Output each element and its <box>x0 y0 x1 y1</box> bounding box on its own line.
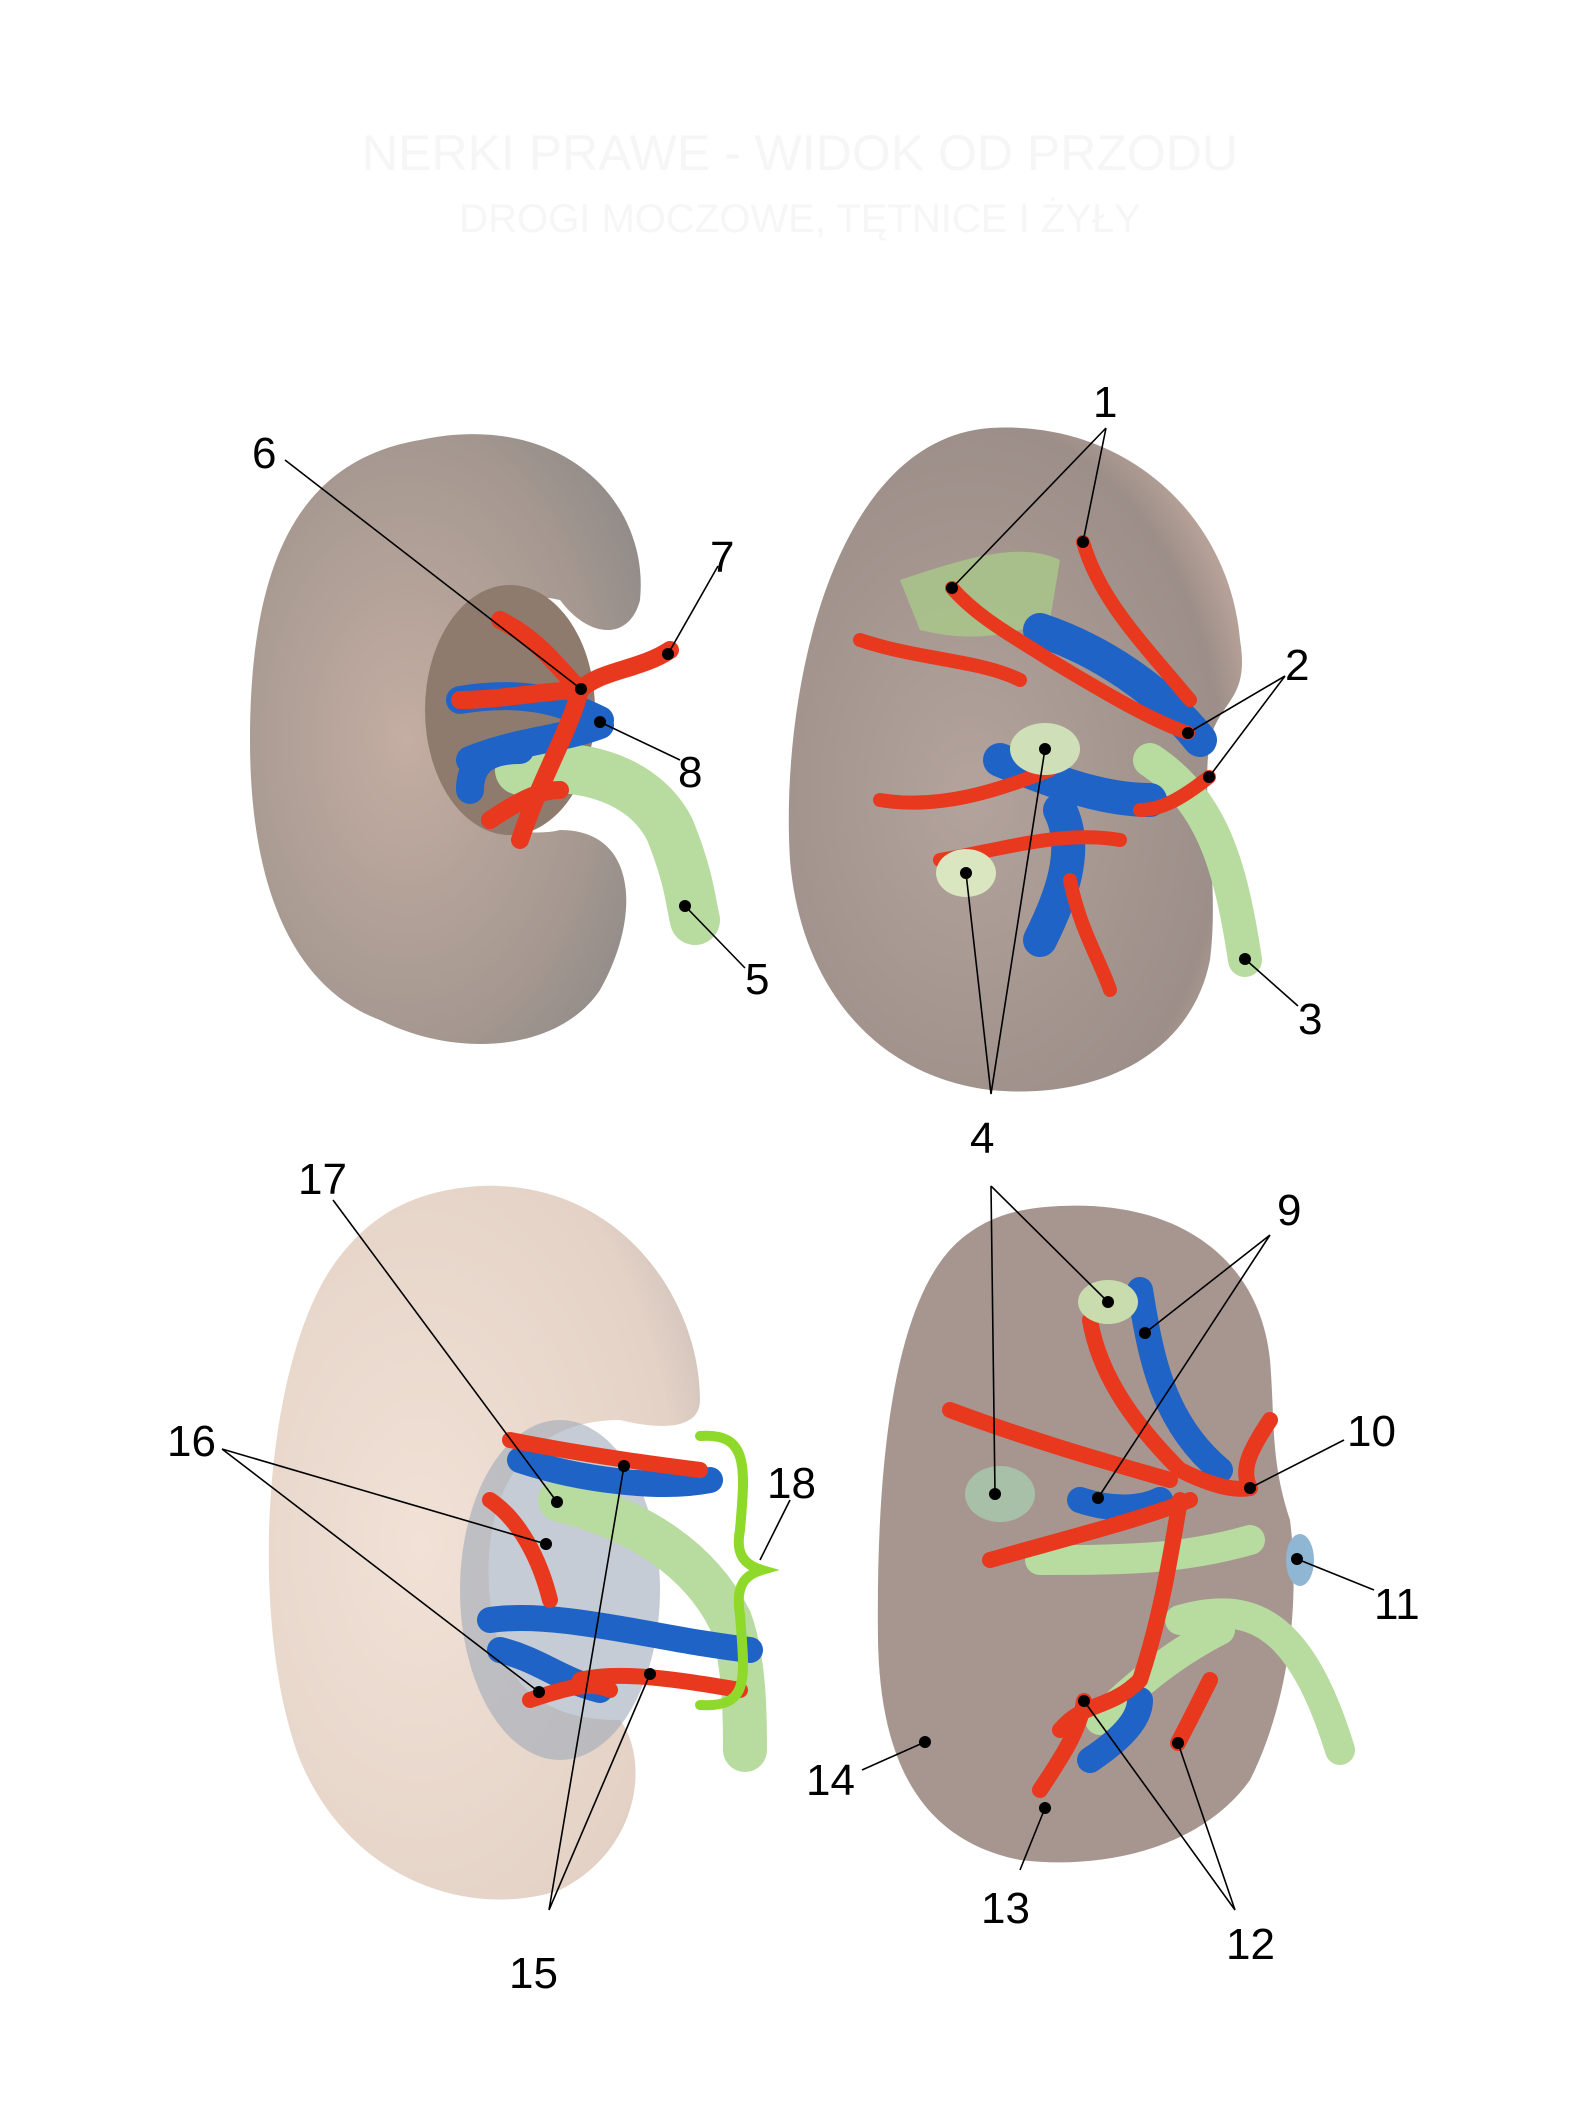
label-11: 11 <box>1374 1580 1420 1629</box>
kidney-bottom-right <box>877 1205 1355 1863</box>
label-9: 9 <box>1277 1186 1301 1235</box>
label-7: 7 <box>710 533 734 582</box>
renal-artery <box>482 1432 748 1708</box>
renal-pelvis <box>538 1478 767 1772</box>
kidney-top-left <box>250 434 720 1044</box>
label-1: 1 <box>1093 378 1117 427</box>
renal-vein-branches <box>1067 1277 1233 1773</box>
label-5: 5 <box>745 955 769 1004</box>
label-4: 4 <box>970 1114 994 1163</box>
renal-vein-branches <box>983 613 1217 957</box>
label-8: 8 <box>678 748 702 797</box>
label-12: 12 <box>1226 1920 1275 1969</box>
calyx <box>900 551 1060 637</box>
leader-lines <box>221 427 1375 1911</box>
label-13: 13 <box>981 1884 1030 1933</box>
label-dots <box>533 536 1303 1814</box>
label-6: 6 <box>252 429 276 478</box>
kidney-top-right <box>788 427 1262 1092</box>
label-14: 14 <box>806 1756 855 1805</box>
kidney-bottom-left <box>268 1185 780 1900</box>
label-18: 18 <box>767 1459 816 1508</box>
label-2: 2 <box>1285 641 1309 690</box>
label-17: 17 <box>298 1155 347 1204</box>
number-labels: 6 7 8 5 1 2 3 4 9 10 11 12 13 14 15 16 1… <box>167 378 1420 1998</box>
ghost-title-line1: NERKI PRAWE - WIDOK OD PRZODU <box>362 125 1238 181</box>
interlobar-arteries <box>942 1312 1278 1798</box>
label-3: 3 <box>1298 995 1322 1044</box>
label-16: 16 <box>167 1417 216 1466</box>
brace-hilum <box>695 1430 780 1711</box>
label-10: 10 <box>1347 1407 1396 1456</box>
ureter <box>1133 743 1262 977</box>
kidney-surface <box>250 434 641 1044</box>
ureter <box>495 743 720 945</box>
label-15: 15 <box>509 1949 558 1998</box>
ghost-title-line2: DROGI MOCZOWE, TĘTNICE I ŻYŁY <box>459 196 1141 241</box>
